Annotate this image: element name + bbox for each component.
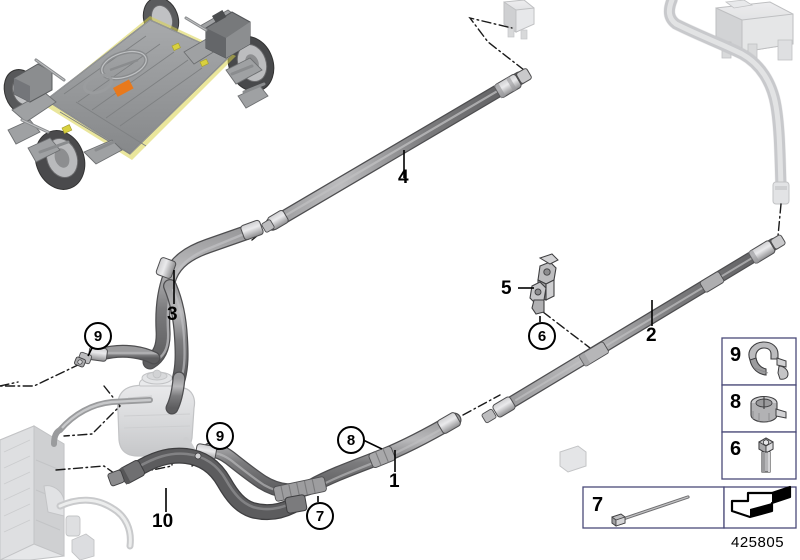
callout-1: 1 bbox=[389, 471, 400, 492]
callout-8: 8 bbox=[337, 426, 365, 454]
callout-9-left: 9 bbox=[84, 322, 112, 350]
legend-number-9: 9 bbox=[730, 344, 742, 366]
legend-panel bbox=[582, 337, 797, 529]
hose-clip-icon bbox=[748, 341, 789, 380]
clamp-9-right bbox=[194, 452, 202, 460]
clamp-9-left bbox=[74, 356, 86, 368]
legend-number-6: 6 bbox=[730, 438, 742, 460]
legend-number-7: 7 bbox=[592, 494, 604, 516]
part-number: 425805 bbox=[731, 534, 785, 551]
callout-10: 10 bbox=[152, 511, 174, 532]
pipe-4 bbox=[261, 68, 532, 233]
ring-clamp-icon bbox=[750, 395, 787, 423]
ghost-metal-line bbox=[51, 397, 153, 447]
dashdot-pipe4-to-module bbox=[468, 16, 525, 71]
bracket-5 bbox=[529, 253, 559, 315]
ghost-radiator bbox=[0, 425, 134, 560]
callout-9-right: 9 bbox=[206, 422, 234, 450]
hose-10 bbox=[107, 447, 308, 521]
callout-6: 6 bbox=[528, 322, 556, 350]
callout-4: 4 bbox=[398, 167, 409, 188]
dashdot-ghosthose-to-pipe2 bbox=[777, 203, 782, 237]
callout-2: 2 bbox=[646, 325, 657, 346]
dashdot-tank-top-branch bbox=[63, 385, 121, 437]
dashdot-hose3-to-left bbox=[0, 363, 81, 387]
cable-tie-icon bbox=[611, 495, 690, 527]
dashdot-bracket-to-pipe2 bbox=[542, 311, 595, 352]
dashdot-ghost-left-top bbox=[0, 381, 19, 387]
bolt-icon bbox=[758, 437, 774, 473]
callout-5: 5 bbox=[501, 278, 512, 299]
callout-3: 3 bbox=[167, 304, 178, 325]
direction-arrow-icon bbox=[730, 485, 792, 519]
pipe-2 bbox=[481, 234, 786, 424]
legend-number-8: 8 bbox=[730, 391, 742, 413]
vehicle-chassis-inset bbox=[3, 0, 275, 190]
dashdot-pipe1-to-pipe2 bbox=[462, 394, 501, 416]
callout-7: 7 bbox=[306, 502, 334, 530]
